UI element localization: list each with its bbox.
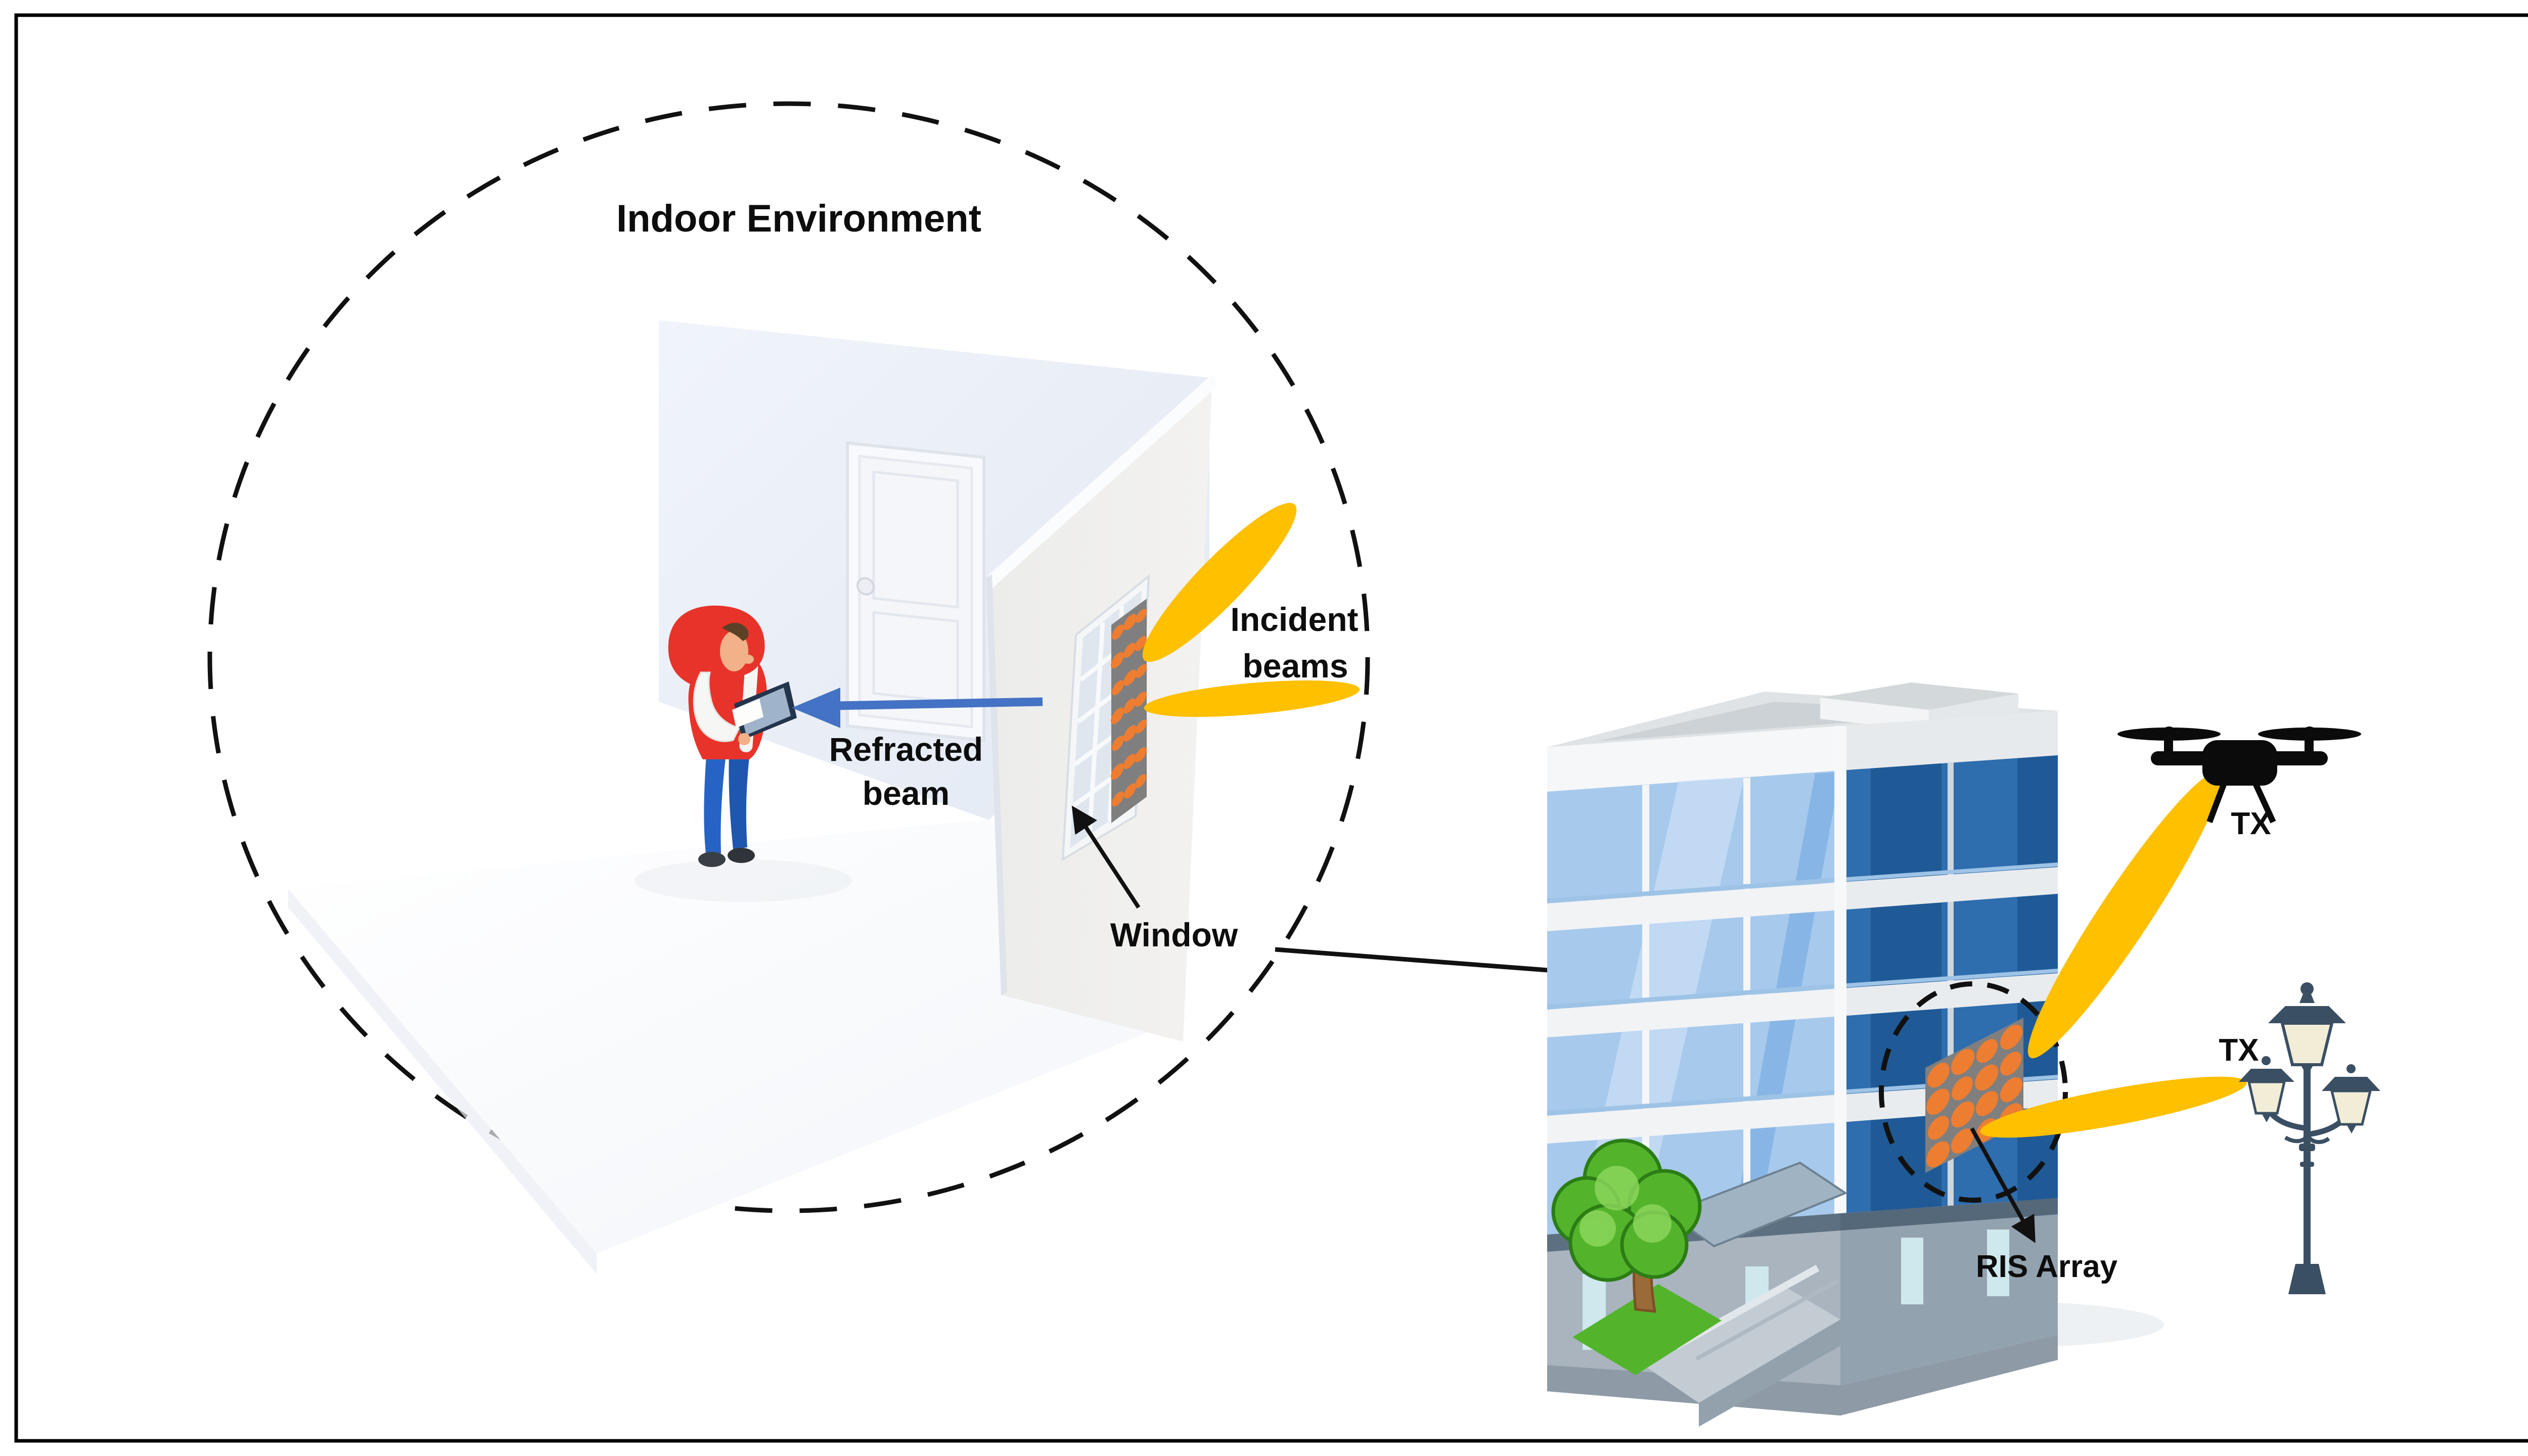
door-handle-icon [856,577,875,596]
building-base [1547,1335,2058,1416]
incident-beams-label-line2: beams [1242,647,1348,685]
lawn [1572,1284,1722,1375]
room-wall-corner-edge [986,574,1007,995]
entrance-canopy [1666,1161,1848,1248]
ground-window [1901,1238,1923,1304]
ground-window [1987,1230,2009,1296]
room-floor [288,819,1186,1254]
building-corner-edge [1834,726,1846,1214]
person-hand [738,733,750,745]
tree-icon [1551,1139,1702,1313]
indoor-environment-title: Indoor Environment [616,197,981,240]
indoor-dashed-circle [207,101,1370,1213]
window-ris-dots [1111,609,1147,807]
building-ris-dots [1926,1024,2022,1168]
refracted-beam-label-line1: Refracted [829,731,983,768]
person-nose [743,655,754,664]
drone-icon [2117,726,2361,824]
window-ris-panel [1111,599,1147,823]
ris-array-label: RIS Array [1976,1249,2118,1284]
person-sleeve [693,671,741,742]
person-leg-right [729,753,749,849]
incident-beams-label-line1: Incident [1230,601,1358,638]
room-wall-top-edge [986,374,1218,588]
building-ris-panel [1925,1018,2023,1173]
window-pointer-arrow [1071,805,1141,909]
building-parapet-left [1547,726,1840,792]
ris-dashed-circle [1879,981,2068,1203]
office-building [1547,682,2164,1427]
person-shoe-left [698,852,726,867]
room-door [846,441,985,742]
person-leg-left [704,748,726,853]
ris-pointer-arrow [1970,1127,2036,1243]
person-hair [722,622,749,641]
building-face-left [1547,770,1841,1235]
indoor-room [288,320,1218,1274]
street-lamp-icon [2239,982,2380,1294]
person-shadow [635,859,852,902]
drone-tx-label: TX [2231,806,2271,841]
refracted-beam [792,688,1043,728]
entrance-ramp [1643,1287,1840,1403]
incident-beam-lower [1144,680,1360,717]
building-entrance [1643,1161,1848,1427]
person-shoe-right [728,848,755,863]
person-receiver [635,605,852,902]
tablet-device [732,681,797,740]
entrance-ramp-side [1699,1320,1840,1427]
window-label: Window [1110,916,1238,953]
refracted-beam-arrowhead [792,688,840,728]
lamp-tx-label: TX [2219,1033,2259,1068]
person-face [720,631,748,671]
figure-border [14,13,2528,1443]
drone-beam [2027,771,2222,1059]
incident-beam-upper [1142,503,1297,662]
lamp-beam [1980,1076,2247,1138]
room-floor-edge [288,889,597,1274]
building-parapet-right [1840,711,2058,770]
refracted-beam-label-line2: beam [863,775,950,812]
